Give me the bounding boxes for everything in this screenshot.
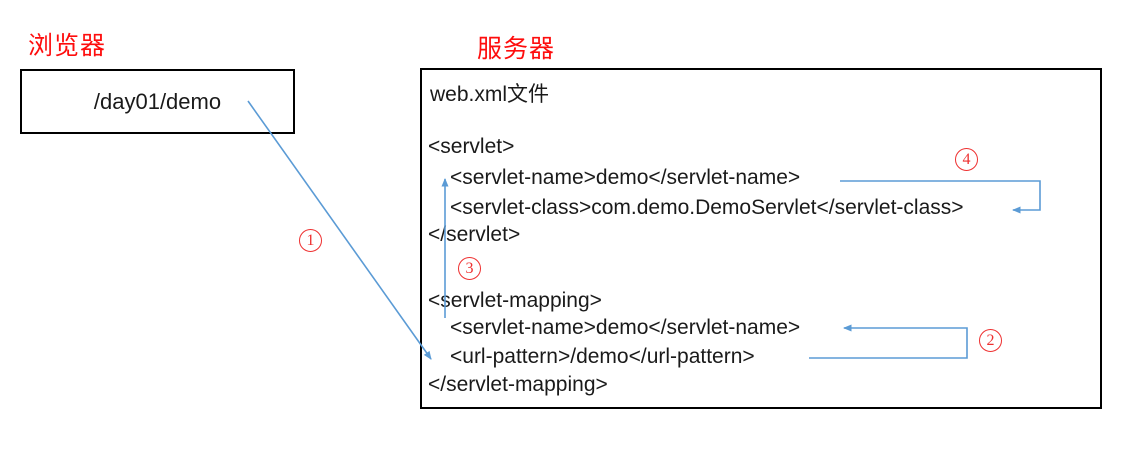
code-line-servlet-name: <servlet-name>demo</servlet-name> [450,166,801,189]
step-number-3: 3 [465,259,474,277]
step-marker-2: 2 [979,329,1002,352]
arrow-step1-request-to-urlpattern-icon [247,100,432,360]
webxml-file-title: web.xml文件 [430,83,550,106]
server-box [420,68,1102,409]
server-label: 服务器 [477,35,556,63]
step-marker-3: 3 [458,257,481,280]
code-line-url-pattern: <url-pattern>/demo</url-pattern> [450,345,755,368]
code-line-mapping-servlet-name: <servlet-name>demo</servlet-name> [450,316,801,339]
code-line-servlet-open: <servlet> [428,135,515,158]
step-marker-4: 4 [955,148,978,171]
step-marker-1: 1 [299,229,322,252]
step-number-1: 1 [306,231,315,249]
code-line-servlet-close: </servlet> [428,223,521,246]
code-line-servlet-class: <servlet-class>com.demo.DemoServlet</ser… [450,196,964,219]
request-url: /day01/demo [93,88,222,114]
browser-box: /day01/demo [20,69,295,134]
browser-label: 浏览器 [28,32,107,60]
code-line-mapping-close: </servlet-mapping> [428,373,608,396]
step-number-4: 4 [962,150,971,168]
code-line-mapping-open: <servlet-mapping> [428,289,602,312]
step-number-2: 2 [986,331,995,349]
